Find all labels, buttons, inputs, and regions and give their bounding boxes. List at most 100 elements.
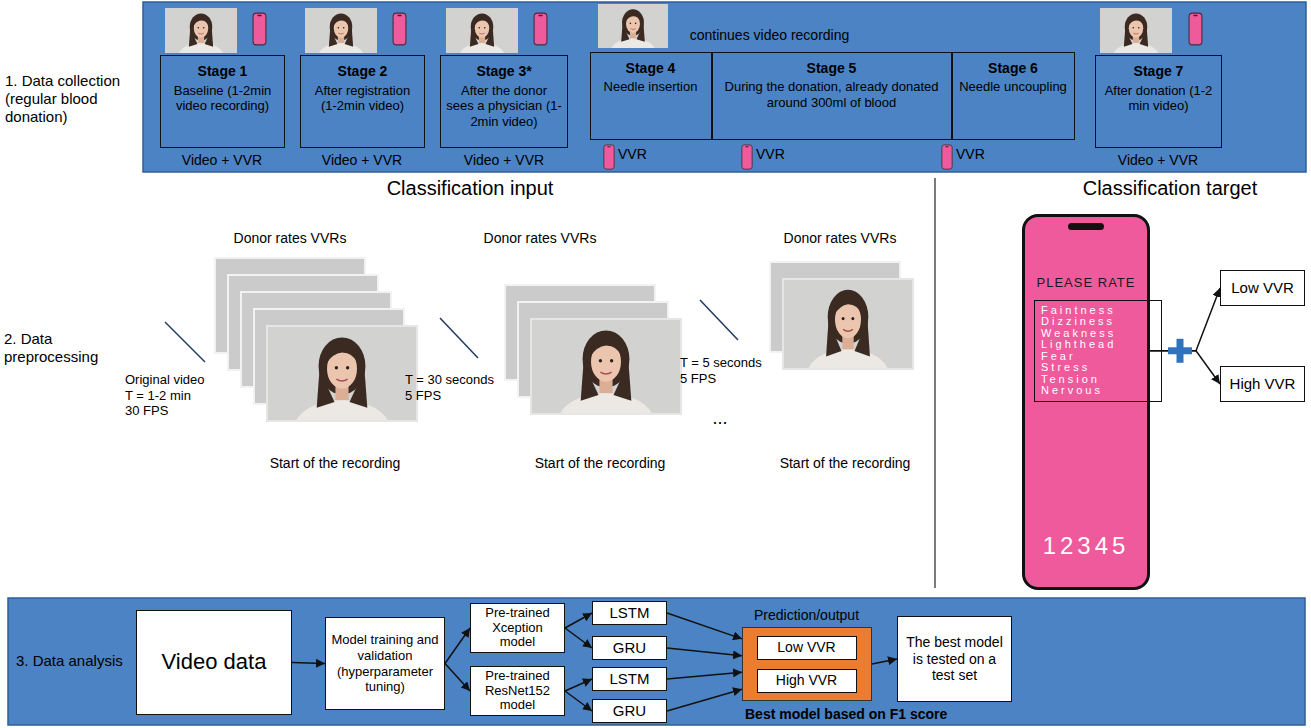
label-holder: Donor rates VVRs [215, 230, 365, 247]
label-holder: Video + VVR [1103, 152, 1213, 169]
label-holder: ... [700, 408, 740, 430]
node-text: Low VVR [777, 640, 835, 655]
label-holder: Classification target [1060, 176, 1280, 200]
video-frame-photo [783, 279, 913, 400]
annotation-label: ... [700, 408, 740, 430]
rating-scale: 12345 [1043, 532, 1130, 561]
phone-icon [534, 13, 547, 45]
rating-prompt: PLEASE RATE [1037, 275, 1136, 291]
annotation-label: Classification target [1060, 176, 1280, 200]
process-box: Pre-trained Xception model [470, 603, 565, 653]
text-holder: continues video recording [670, 27, 870, 44]
donor-photo [1100, 8, 1172, 68]
analysis-band: Video data Model training and validation … [8, 598, 1305, 725]
stage-title: Stage 7 [1134, 63, 1184, 80]
process-box: LSTM [592, 667, 667, 691]
stage-text: After registration (1-2min video) [306, 83, 419, 114]
class-box: Low VVR [1220, 270, 1305, 306]
stage-box: Stage 6Needle uncoupling [952, 52, 1075, 140]
video-frame-border [783, 279, 913, 369]
process-box: High VVR [757, 669, 857, 693]
annotation-label: 2. Data preprocessing [4, 330, 122, 366]
plus-sign [1168, 339, 1192, 363]
annotation-label: Donor rates VVRs [765, 230, 915, 247]
process-box: GRU [592, 636, 667, 660]
donor-photo [165, 8, 237, 68]
stage-text: Needle uncoupling [959, 79, 1067, 95]
stage-text: After the donor sees a physician (1-2min… [446, 83, 562, 130]
stage-box: Stage 1Baseline (1-2min video recording) [160, 55, 285, 148]
section-heading: 3. Data analysis [16, 652, 134, 670]
output-heading: Prediction/output [742, 607, 872, 624]
process-box: Low VVR [757, 636, 857, 660]
video-frame-photo [267, 326, 417, 453]
annotation-label: Classification input [360, 176, 580, 200]
stage-box: Stage 2 After registration (1-2min video) [300, 55, 425, 148]
class-box: High VVR [1220, 366, 1305, 402]
frame-heading: continues video recording [670, 27, 870, 44]
process-box: Pre-trained ResNet152 model [470, 666, 565, 716]
flow-arrow [667, 613, 742, 639]
node-text: High VVR [1230, 375, 1296, 393]
stage-box: Stage 5During the donation, already dona… [712, 52, 952, 140]
annotation-label: VVR [956, 146, 1000, 163]
annotation-label: Video + VVR [1103, 152, 1213, 169]
process-box: LSTM [592, 601, 667, 625]
analysis-band-fill [8, 598, 1305, 725]
stage-title: Stage 5 [807, 60, 857, 77]
label-holder: Start of the recording [760, 455, 930, 472]
caption-note: Best model based on F1 score [745, 706, 985, 723]
flow-arrow [667, 672, 742, 679]
phone-icon [742, 145, 752, 169]
text-holder: Prediction/output [742, 607, 872, 624]
stage-text: Needle insertion [604, 79, 698, 95]
node-text: Video data [162, 649, 267, 675]
label-holder: Classification input [360, 176, 580, 200]
process-box: Video data [136, 610, 292, 715]
annotation-label: Video + VVR [307, 152, 417, 169]
annotation-label: Video + VVR [449, 152, 559, 169]
stage-title: Stage 3* [476, 63, 531, 80]
annotation-label: Start of the recording [760, 455, 930, 472]
donor-photo [305, 8, 377, 68]
label-holder: Donor rates VVRs [765, 230, 915, 247]
rating-items: Faintness Dizziness Weakness Lighthead F… [1041, 305, 1116, 397]
text-holder: 1. Data collection (regular blood donati… [5, 72, 137, 126]
flow-arrow [445, 664, 470, 692]
text-holder: Best model based on F1 score [745, 706, 985, 723]
collection-band: Stage 1Baseline (1-2min video recording)… [143, 2, 1306, 172]
flow-arrow [667, 648, 742, 656]
collection-band-fill [143, 2, 1306, 172]
video-frame-border [531, 319, 681, 414]
donor-photo [446, 8, 518, 68]
annotation-label: Start of the recording [250, 455, 420, 472]
flow-arrow [565, 613, 592, 628]
label-holder: VVR [756, 146, 800, 163]
phone-screen: PLEASE RATE Faintness Dizziness Weakness … [1022, 214, 1150, 590]
annotation-label: VVR [618, 146, 662, 163]
annotation-label: VVR [756, 146, 800, 163]
recording-frame: Stage 4Needle insertionStage 5During the… [590, 52, 1075, 140]
annotation-label: Video + VVR [167, 152, 277, 169]
stage-title: Stage 1 [198, 63, 248, 80]
node-text: Low VVR [1231, 279, 1294, 297]
flow-arrow [565, 679, 592, 691]
section-divider [934, 178, 935, 588]
plus-bar [1177, 339, 1184, 363]
process-box: Model training and validation (hyperpara… [325, 617, 445, 710]
phone-icon [393, 13, 406, 45]
label-holder: Original video T = 1-2 min 30 FPS [125, 372, 207, 419]
stage-title: Stage 2 [338, 63, 388, 80]
annotation-label: Start of the recording [515, 455, 685, 472]
label-holder: T = 30 seconds 5 FPS [405, 372, 497, 403]
label-holder: Start of the recording [515, 455, 685, 472]
stage-box: Stage 4Needle insertion [590, 52, 712, 140]
time-axis-line [700, 300, 738, 340]
stage-box: Stage 7After donation (1-2 min video) [1095, 55, 1222, 148]
phone-notch [1068, 223, 1104, 230]
text-holder: 3. Data analysis [16, 652, 134, 670]
label-holder: Donor rates VVRs [465, 230, 615, 247]
label-holder: T = 5 seconds 5 FPS [680, 355, 766, 386]
node-text: Model training and validation (hyperpara… [330, 632, 440, 694]
